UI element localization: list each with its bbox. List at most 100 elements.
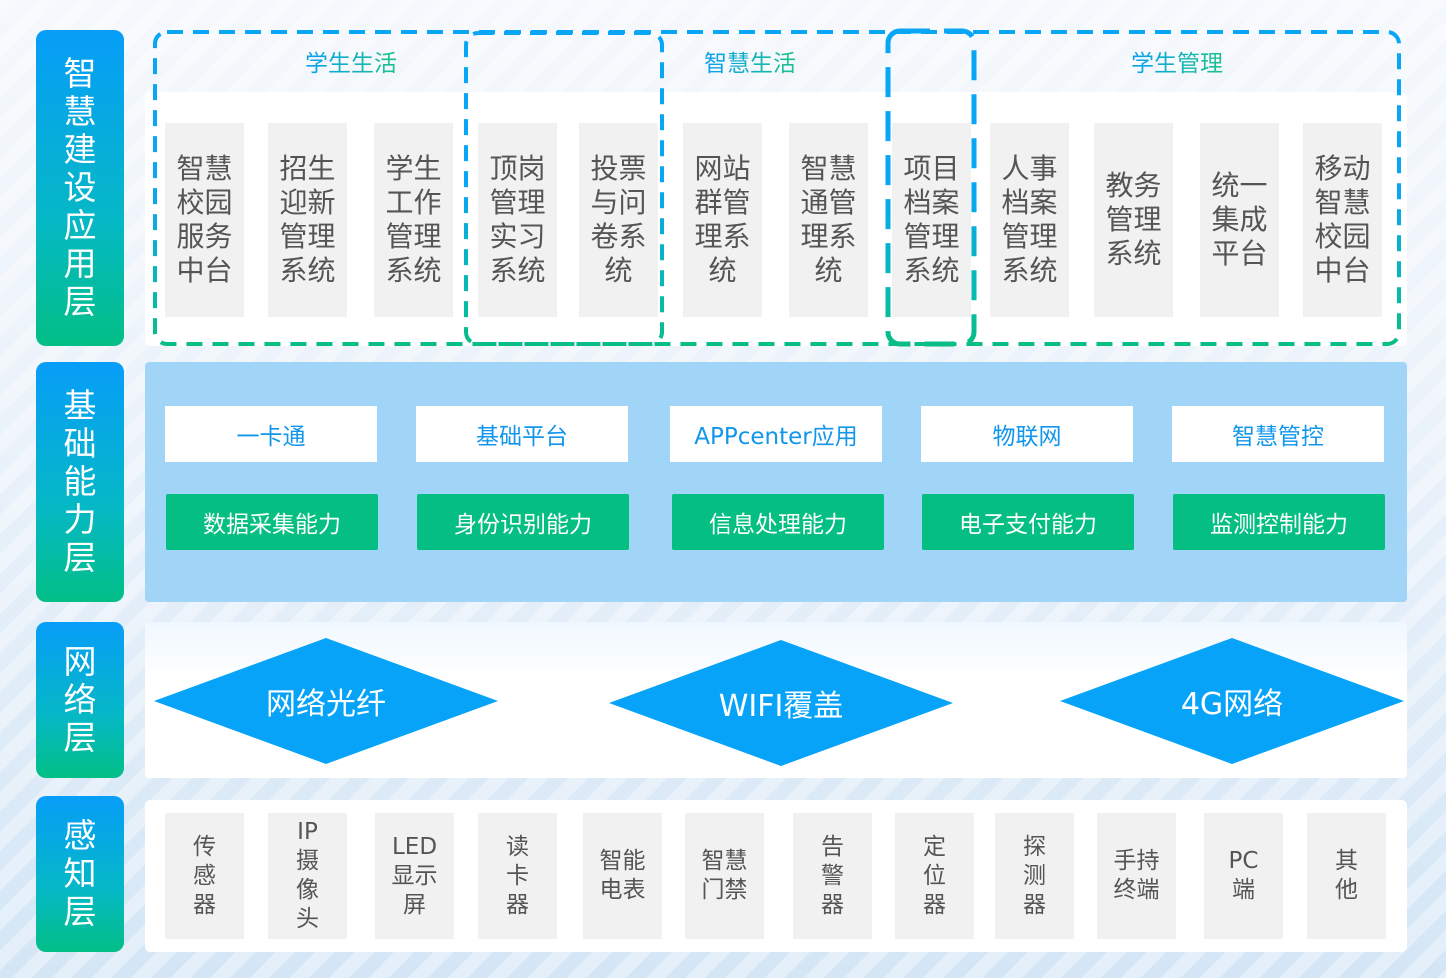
device-tile-label: PC 端 — [1229, 847, 1259, 905]
network-fiber-label: 网络光纤 — [266, 687, 386, 722]
system-tile-line: 与问 — [590, 186, 647, 219]
capability-data-collection: 数据采集能力 — [166, 494, 378, 550]
device-tile-line: PC — [1228, 848, 1259, 874]
label-char: 网 — [63, 642, 97, 681]
system-tile: 学生工作管理系统 — [374, 123, 453, 317]
system-tile-line: 群管 — [694, 186, 751, 219]
device-tile-line: 器 — [821, 891, 844, 918]
device-tile-line: 器 — [923, 891, 946, 918]
layer-label-base: 基 础 能 力 层 — [36, 362, 124, 602]
device-tile: 读卡器 — [478, 813, 557, 939]
layer-label-perception: 感 知 层 — [36, 796, 124, 952]
system-tile-line: 中台 — [176, 254, 233, 287]
system-tile-line: 招生 — [279, 152, 336, 185]
service-card-appcenter: APPcenter应用 — [670, 406, 882, 462]
label-char: 层 — [63, 282, 97, 321]
network-wifi: WIFI覆盖 — [609, 640, 953, 766]
label-char: 层 — [63, 892, 97, 931]
device-tile-line: 智慧 — [701, 848, 748, 874]
device-tile-line: 传 — [193, 833, 216, 860]
system-tile-line: 理系 — [800, 220, 857, 253]
group-title-smart-life: 智慧生活 — [704, 44, 796, 78]
system-tile-line: 系统 — [1105, 237, 1162, 270]
system-tile-label: 人事档案管理系统 — [1000, 152, 1060, 288]
system-tile-line: 系统 — [489, 254, 546, 287]
system-tile: 投票与问卷系统 — [579, 123, 658, 317]
system-tile-label: 移动智慧校园中台 — [1313, 152, 1373, 288]
device-tile: 智慧门禁 — [685, 813, 764, 939]
system-tile-line: 服务 — [176, 220, 233, 253]
device-tile-label: 智能电表 — [600, 847, 646, 905]
device-tile-line: 位 — [923, 862, 946, 889]
device-tile: 其他 — [1307, 813, 1386, 939]
capability-payment: 电子支付能力 — [922, 494, 1134, 550]
device-tile-line: 摄 — [296, 848, 319, 874]
label-char: 感 — [63, 816, 97, 855]
system-tile-line: 统 — [708, 254, 737, 287]
device-tile-line: 端 — [1232, 877, 1255, 903]
network-fiber: 网络光纤 — [154, 638, 498, 764]
device-tile-label: 探测器 — [1023, 833, 1046, 920]
system-tile-line: 迎新 — [279, 186, 336, 219]
network-wifi-label: WIFI覆盖 — [718, 689, 844, 724]
network-4g: 4G网络 — [1060, 638, 1404, 764]
device-tile: 智能电表 — [583, 813, 662, 939]
label-char: 应 — [63, 206, 97, 245]
layer-label-application: 智 慧 建 设 应 用 层 — [36, 30, 124, 346]
system-tile-line: 人事 — [1001, 152, 1058, 185]
device-tile-label: 手持终端 — [1114, 847, 1160, 905]
system-tile-line: 管理 — [903, 220, 960, 253]
system-tile-line: 实习 — [489, 220, 546, 253]
device-tile-line: 他 — [1335, 877, 1358, 903]
system-tile: 智慧校园服务中台 — [165, 123, 244, 317]
system-tile-line: 投票 — [590, 152, 647, 185]
device-tile-line: 定 — [923, 833, 946, 860]
system-tile-label: 顶岗管理实习系统 — [488, 152, 548, 288]
service-card-smart-control: 智慧管控 — [1172, 406, 1384, 462]
system-tile-line: 系统 — [1001, 254, 1058, 287]
system-tile-label: 学生工作管理系统 — [384, 152, 444, 288]
device-tile-line: 终端 — [1113, 877, 1160, 903]
device-tile-line: 感 — [193, 862, 216, 889]
system-tile-line: 教务 — [1105, 169, 1162, 202]
device-tile-line: IP — [297, 819, 318, 845]
system-tile-label: 智慧校园服务中台 — [175, 152, 235, 288]
system-tile-line: 集成 — [1211, 203, 1268, 236]
device-tile-label: 定位器 — [923, 833, 946, 920]
system-tile-line: 平台 — [1211, 237, 1268, 270]
device-tile-line: 屏 — [403, 891, 426, 918]
device-tile-line: 器 — [506, 891, 529, 918]
label-char: 础 — [63, 424, 97, 463]
label-char: 设 — [63, 168, 97, 207]
system-tile: 智慧通管理系统 — [789, 123, 868, 317]
device-tile-line: 显示 — [391, 862, 438, 889]
label-char: 智 — [63, 54, 97, 93]
device-tile-line: 器 — [1023, 891, 1046, 918]
system-tile-label: 网站群管理系统 — [693, 152, 753, 288]
system-tile-line: 管理 — [279, 220, 336, 253]
system-tile-line: 系统 — [903, 254, 960, 287]
system-tile-line: 系统 — [279, 254, 336, 287]
system-tile-line: 管理 — [1001, 220, 1058, 253]
system-tile-line: 通管 — [800, 186, 857, 219]
device-tile-line: 手持 — [1113, 848, 1160, 874]
diamond-shape — [154, 638, 498, 764]
system-tile: 统一集成平台 — [1200, 123, 1279, 317]
system-tile-label: 项目档案管理系统 — [902, 152, 962, 288]
device-tile-line: 像 — [296, 877, 319, 903]
system-tile: 教务管理系统 — [1094, 123, 1173, 317]
device-tile-line: LED — [391, 833, 438, 860]
group-title-student-management: 学生管理 — [1131, 44, 1223, 78]
device-tile-line: 卡 — [506, 862, 529, 889]
system-tile: 移动智慧校园中台 — [1303, 123, 1382, 317]
device-tile-line: 智能 — [599, 848, 646, 874]
label-char: 层 — [63, 718, 97, 757]
system-tile-line: 智慧 — [176, 152, 233, 185]
label-char: 建 — [63, 130, 97, 169]
system-tile-label: 投票与问卷系统 — [589, 152, 649, 288]
system-tile-line: 智慧 — [1314, 186, 1371, 219]
system-tile-line: 校园 — [176, 186, 233, 219]
